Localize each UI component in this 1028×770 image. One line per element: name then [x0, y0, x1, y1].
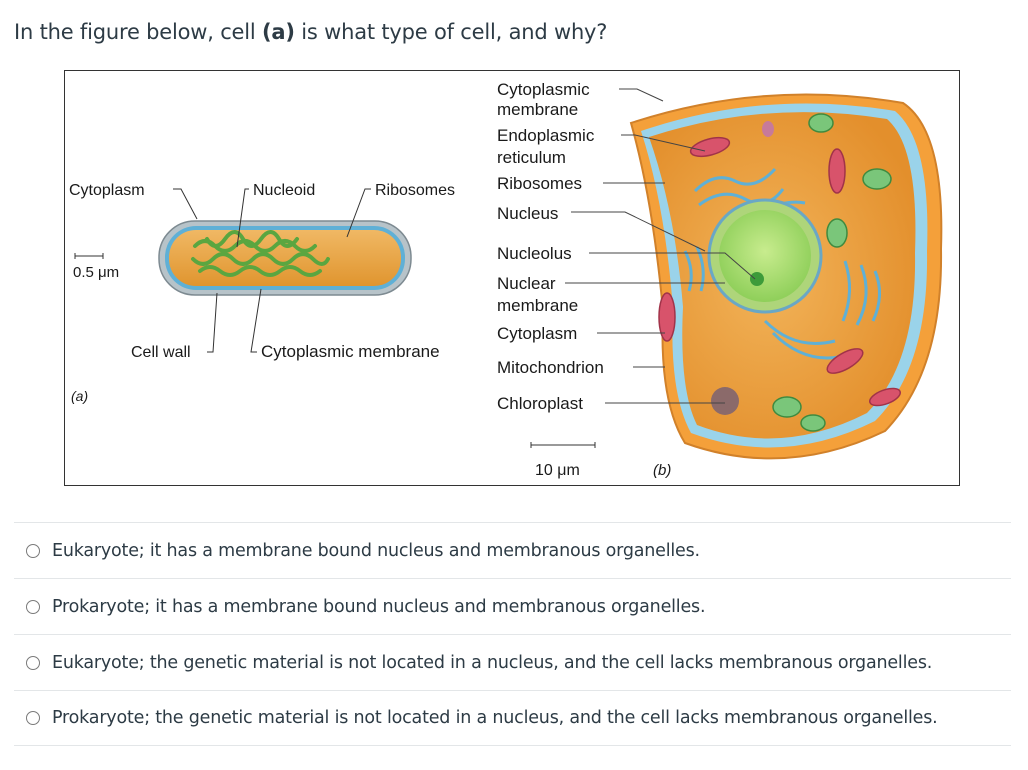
label-er-2: reticulum [497, 148, 566, 167]
label-cytoplasm-a: Cytoplasm [69, 182, 145, 199]
question-prefix: In the figure below, cell [14, 20, 263, 44]
label-nucleus: Nucleus [497, 204, 558, 223]
label-ribosomes-a: Ribosomes [375, 182, 455, 199]
answer-list: Eukaryote; it has a membrane bound nucle… [14, 522, 1011, 746]
scale-bar-a [74, 253, 104, 259]
panel-label-a: (a) [71, 388, 88, 404]
mitochondria-shapes [658, 136, 901, 407]
label-nucleolus: Nucleolus [497, 244, 572, 263]
label-cytoplasm-b: Cytoplasm [497, 324, 577, 343]
label-nuclear-membrane-1: Nuclear [497, 274, 556, 293]
question-bold-label: (a) [262, 20, 295, 44]
answer-option-3[interactable]: Eukaryote; the genetic material is not l… [14, 634, 1011, 690]
prokaryotic-cell [74, 188, 412, 353]
label-scale-a: 0.5 μm [73, 264, 119, 281]
label-cytoplasmic-membrane-b-1: Cytoplasmic [497, 80, 590, 99]
answer-text: Eukaryote; the genetic material is not l… [52, 652, 933, 673]
question-text: In the figure below, cell (a) is what ty… [14, 20, 607, 44]
answer-option-4[interactable]: Prokaryote; the genetic material is not … [14, 690, 1011, 746]
label-cell-wall: Cell wall [131, 344, 191, 361]
answer-option-1[interactable]: Eukaryote; it has a membrane bound nucle… [14, 522, 1011, 578]
radio-button[interactable] [26, 543, 40, 558]
answer-option-2[interactable]: Prokaryote; it has a membrane bound nucl… [14, 578, 1011, 634]
label-nuclear-membrane-2: membrane [497, 296, 578, 315]
vesicle-shape [762, 121, 774, 137]
label-cytoplasmic-membrane-b-2: membrane [497, 100, 578, 119]
nucleolus-shape [750, 272, 764, 286]
label-scale-b: 10 μm [535, 462, 580, 479]
question-suffix: is what type of cell, and why? [294, 20, 608, 44]
label-chloroplast: Chloroplast [497, 394, 583, 413]
cell-illustration: Cytoplasm Nucleoid Ribosomes 0.5 μm Cell… [69, 80, 943, 479]
label-ribosomes-b: Ribosomes [497, 174, 582, 193]
label-er-1: Endoplasmic [497, 126, 595, 145]
panel-label-b: (b) [653, 462, 671, 479]
cell-comparison-figure: Cytoplasm Nucleoid Ribosomes 0.5 μm Cell… [64, 70, 960, 486]
eukaryotic-cell [530, 88, 943, 460]
nucleoid-shape [191, 230, 330, 277]
cytoplasm-shape [169, 230, 401, 286]
er-shape [683, 167, 881, 360]
radio-button[interactable] [26, 655, 40, 670]
label-cytoplasmic-membrane-a: Cytoplasmic membrane [261, 342, 440, 361]
vacuole-shape [711, 387, 739, 415]
chloroplast-shapes [772, 113, 892, 432]
answer-text: Prokaryote; the genetic material is not … [52, 708, 938, 728]
label-nucleoid: Nucleoid [253, 182, 315, 199]
nucleoplasm-shape [719, 210, 811, 302]
label-mitochondrion: Mitochondrion [497, 358, 604, 377]
scale-bar-b [530, 442, 596, 448]
answer-text: Prokaryote; it has a membrane bound nucl… [52, 596, 706, 617]
radio-button[interactable] [26, 711, 40, 725]
radio-button[interactable] [26, 599, 40, 614]
answer-text: Eukaryote; it has a membrane bound nucle… [52, 540, 700, 561]
